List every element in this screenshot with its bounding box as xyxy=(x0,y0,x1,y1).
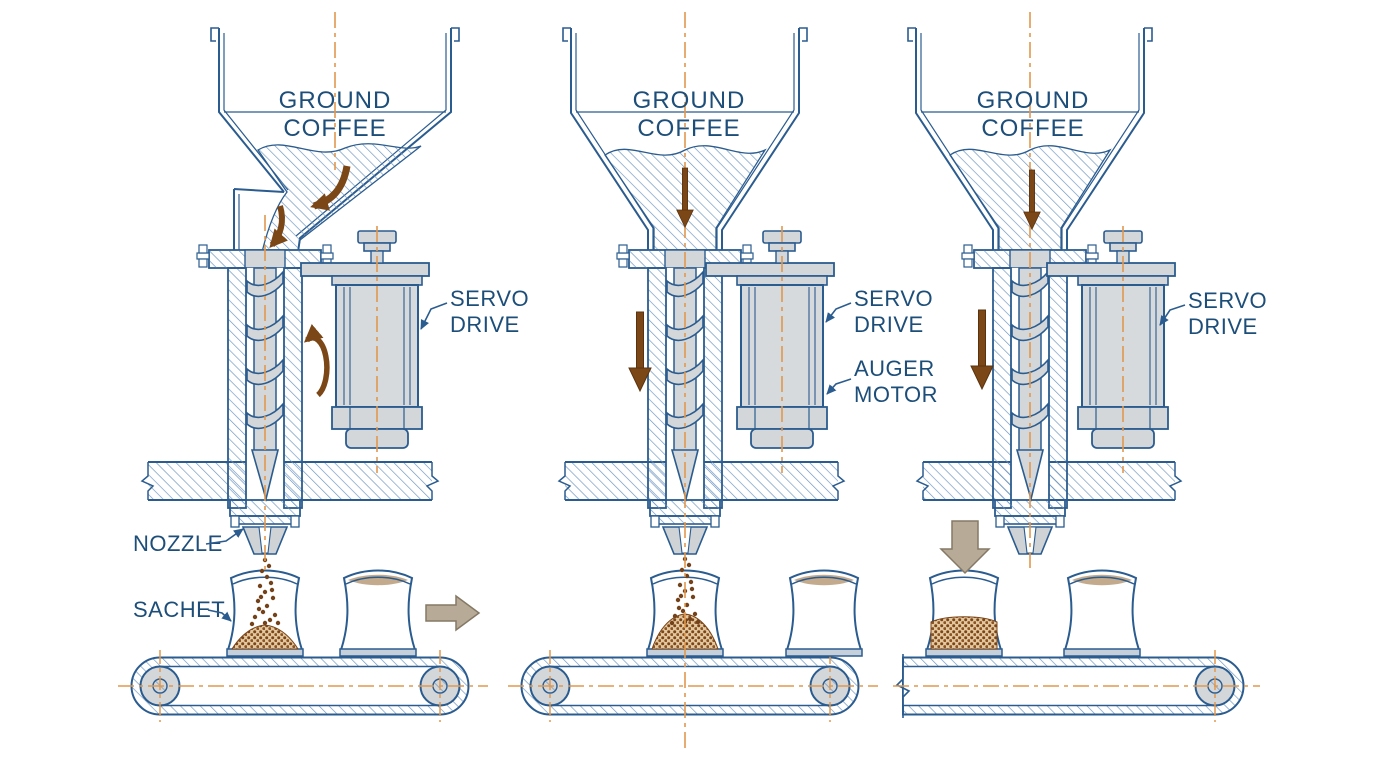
auger-motor-label-line2: MOTOR xyxy=(854,382,938,407)
servo-drive-label-line1: SERVO xyxy=(854,286,933,311)
auger-rotation-arrow-icon xyxy=(303,324,330,398)
centerlines xyxy=(1029,12,1124,568)
panel3-labels: GROUND COFFEE SERVO DRIVE xyxy=(977,87,1267,339)
centerlines xyxy=(264,12,378,570)
hopper-label-line2: COFFEE xyxy=(637,115,740,142)
hopper-label-line1: GROUND xyxy=(633,87,746,114)
servo-motor xyxy=(705,230,835,449)
coffee-flow-arrow-icon xyxy=(310,165,351,211)
servo-drive-leader xyxy=(420,302,448,330)
servo-drive-label-line2: DRIVE xyxy=(854,312,924,337)
panel-stage-2: GROUND COFFEE SERVO DRIVE AUGER MOTOR xyxy=(508,12,938,748)
conveyor-direction-arrow-icon xyxy=(425,594,481,632)
servo-drive-label-line2: DRIVE xyxy=(1188,314,1258,339)
nozzle-leader xyxy=(205,528,244,545)
hopper-label-line1: GROUND xyxy=(977,87,1090,114)
servo-drive-label-line2: DRIVE xyxy=(450,312,520,337)
servo-drive-label-line1: SERVO xyxy=(450,286,529,311)
sachet-leader xyxy=(207,609,232,622)
panel-stage-3: GROUND COFFEE SERVO DRIVE xyxy=(890,12,1267,723)
servo-drive-leader xyxy=(1159,304,1186,326)
hopper-label-line2: COFFEE xyxy=(981,115,1084,142)
coffee-pile xyxy=(930,616,998,650)
hopper-label-line1: GROUND xyxy=(279,87,392,114)
centerlines xyxy=(684,12,783,748)
panel1-labels: GROUND COFFEE SERVO DRIVE NOZZLE SACHET xyxy=(133,87,529,622)
panel2-labels: GROUND COFFEE SERVO DRIVE AUGER MOTOR xyxy=(633,87,938,407)
sachet-empty xyxy=(1063,569,1141,657)
servo-drive-label-line1: SERVO xyxy=(1188,288,1267,313)
coffee-fill xyxy=(257,143,422,253)
hopper-label-line2: COFFEE xyxy=(283,115,386,142)
auger-motor-label-line1: AUGER xyxy=(854,356,935,381)
panel-stage-1: GROUND COFFEE SERVO DRIVE NOZZLE SACHET xyxy=(118,12,529,723)
sachet-empty xyxy=(785,569,863,657)
sachet-label: SACHET xyxy=(133,597,225,622)
dosing-down-arrow-icon xyxy=(970,309,994,390)
sachet-empty xyxy=(339,569,417,657)
auger-motor-leader xyxy=(826,378,852,395)
press-down-arrow-icon xyxy=(939,520,991,575)
servo-drive-leader xyxy=(825,302,852,323)
chute-flow-arrow-icon xyxy=(269,205,289,248)
